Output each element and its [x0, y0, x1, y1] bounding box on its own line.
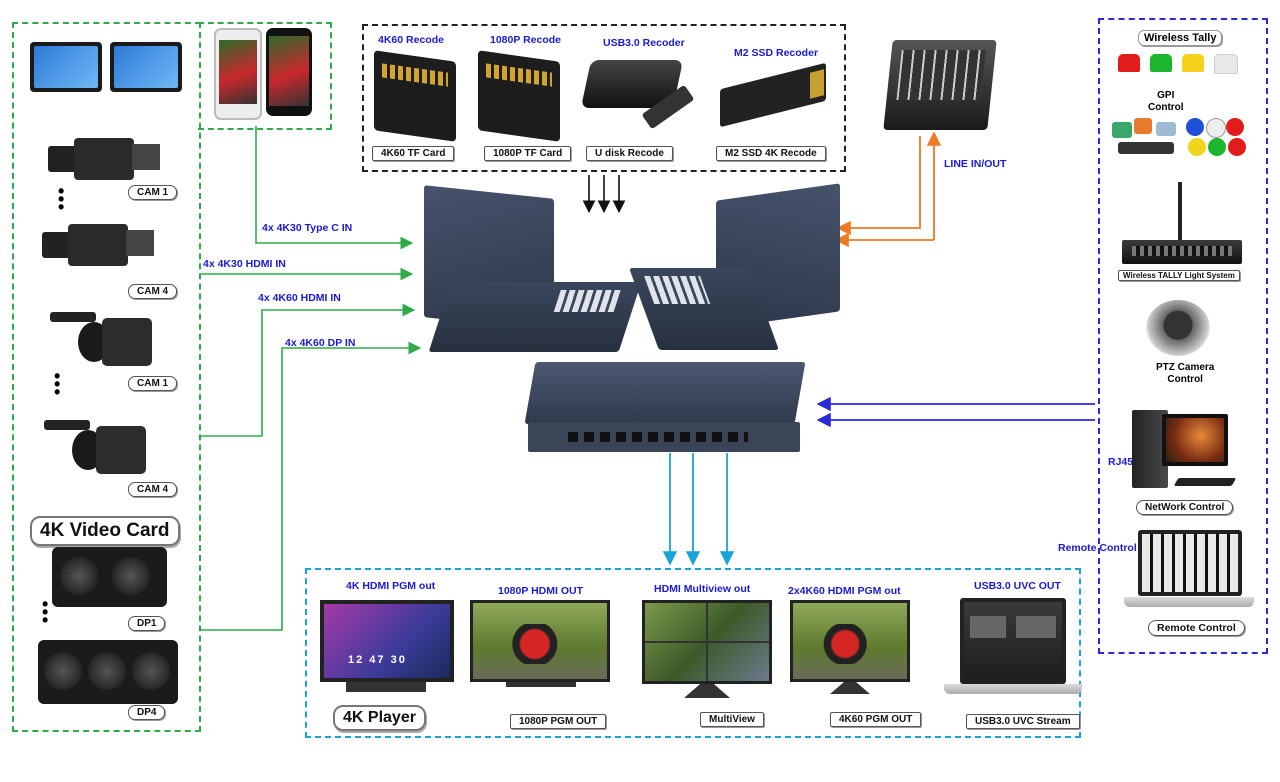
smartphone-icon: [214, 28, 262, 120]
recording-box: [362, 24, 846, 172]
tally-system-label: Wireless TALLY Light System: [1118, 270, 1240, 281]
monitor-4k-player: 12 47 30: [320, 600, 454, 682]
tf-card-icon: [478, 50, 560, 142]
output-label: 1080P PGM OUT: [510, 714, 607, 729]
outputs-box: [305, 568, 1081, 738]
cam-label: CAM 4: [128, 284, 178, 299]
tf-card-icon: [374, 50, 456, 142]
tv-stand: [506, 682, 576, 687]
smartphone-icon: [266, 28, 312, 116]
recording-title: M2 SSD Recoder: [734, 47, 819, 59]
monitor-4k60: [790, 600, 910, 682]
gpi-control-label: GPI Control: [1148, 90, 1184, 113]
typec-in-label: 4x 4K30 Type C IN: [262, 222, 353, 234]
rj45-label: RJ45: [1108, 456, 1134, 468]
ellipsis-dots: •••: [42, 594, 49, 630]
input-sources-box: [12, 22, 201, 732]
gpi-buttons-icon: [1186, 118, 1248, 158]
output-title: HDMI Multiview out: [654, 583, 751, 595]
monitor-stand: [346, 682, 426, 692]
recording-title: 1080P Recode: [490, 34, 562, 46]
recording-label: 1080P TF Card: [484, 146, 572, 161]
output-label: 4K Player: [333, 705, 426, 731]
video-switcher-unit: [524, 362, 806, 424]
camcorder-icon: [44, 410, 154, 482]
output-label: USB3.0 UVC Stream: [966, 714, 1080, 729]
ellipsis-dots: •••: [54, 366, 61, 402]
dp-label: DP4: [128, 705, 166, 720]
graphics-card-icon: [52, 547, 167, 607]
laptop-screen-icon: [1138, 530, 1242, 596]
dp-in-label: 4x 4K60 DP IN: [285, 337, 356, 349]
output-title: 1080P HDMI OUT: [498, 585, 583, 597]
player-clock: 12 47 30: [348, 654, 407, 666]
recording-label: 4K60 TF Card: [372, 146, 455, 161]
line-inout-label: LINE IN/OUT: [944, 158, 1007, 170]
keyboard-icon: [1173, 478, 1237, 486]
tally-lights-icon: [1118, 54, 1238, 80]
remote-control-label: Remote Control: [1148, 620, 1245, 636]
graphics-card-icon: [38, 640, 178, 704]
gpi-connectors-icon: [1112, 118, 1184, 158]
cam-label: CAM 4: [128, 482, 178, 497]
wireless-tally-title: Wireless Tally: [1138, 30, 1223, 46]
phone-sources-box: [198, 22, 332, 130]
dp-label: DP1: [128, 616, 166, 631]
remote-control-link-label: Remote Control: [1058, 542, 1137, 554]
tablet-icon: [110, 42, 182, 92]
cam-label: CAM 1: [128, 185, 178, 200]
control-box: [1098, 18, 1268, 654]
audio-mixer-icon: [883, 40, 997, 130]
recording-label: M2 SSD 4K Recode: [716, 146, 826, 161]
output-title: 2x4K60 HDMI PGM out: [788, 585, 901, 597]
output-label: 4K60 PGM OUT: [830, 712, 922, 727]
hdmi30-in-label: 4x 4K30 HDMI IN: [203, 258, 286, 270]
microphone-icon: [1178, 182, 1182, 242]
recording-title: 4K60 Recode: [378, 34, 444, 46]
laptop-base-icon: [944, 684, 1082, 694]
ellipsis-dots: •••: [58, 181, 65, 217]
tablet-icon: [30, 42, 102, 92]
monitor-multiview: [642, 600, 772, 684]
recording-title: USB3.0 Recoder: [603, 37, 685, 49]
monitor-icon: [1162, 414, 1228, 466]
cinema-camera-icon: [42, 218, 157, 273]
ptz-control-label: PTZ Camera Control: [1156, 362, 1215, 385]
recording-label: U disk Recode: [586, 146, 673, 161]
output-title: USB3.0 UVC OUT: [974, 580, 1061, 592]
hdmi60-in-label: 4x 4K60 HDMI IN: [258, 292, 341, 304]
tv-1080p: [470, 600, 610, 682]
cam-label: CAM 1: [128, 376, 178, 391]
switcher-console-base: [428, 282, 642, 352]
laptop-uvc: [960, 598, 1066, 684]
switcher-rear-panel: [528, 422, 800, 452]
cinema-camera-icon: [48, 132, 163, 187]
output-label: MultiView: [700, 712, 764, 727]
tally-system-unit-icon: [1122, 240, 1242, 264]
output-title: 4K HDMI PGM out: [346, 580, 436, 592]
camcorder-icon: [50, 302, 160, 374]
network-control-label: NetWork Control: [1136, 500, 1234, 515]
laptop-base-icon: [1124, 597, 1254, 607]
ptz-joystick-icon: [1146, 300, 1210, 356]
video-card-title: 4K Video Card: [30, 516, 180, 546]
